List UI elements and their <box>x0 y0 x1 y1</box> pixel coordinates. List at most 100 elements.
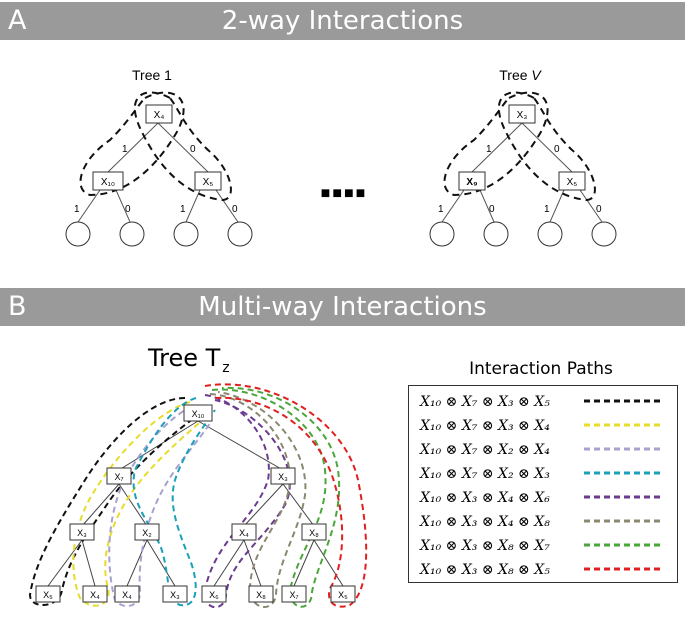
panel-a-title: 2-way Interactions <box>221 6 464 36</box>
legend-path-label: X₁₀ ⊗ X₃ ⊗ X₈ ⊗ X₅ <box>419 562 550 578</box>
panel-a-banner: A 2-way Interactions <box>0 2 685 40</box>
tree-v-right-node <box>558 171 586 191</box>
tz-l2-node <box>231 523 257 541</box>
panel-b-title: Multi-way Interactions <box>198 292 487 322</box>
legend-path-label: X₁₀ ⊗ X₇ ⊗ X₃ ⊗ X₄ <box>419 418 550 434</box>
tree-1-edge-label: 1 <box>180 204 186 215</box>
tree-1-root-label: X₄ <box>154 110 165 121</box>
tree-v-edge-label: 0 <box>554 144 560 155</box>
interaction-paths-legend <box>408 385 678 583</box>
tree-1-leaves <box>65 221 253 247</box>
tree-tz-edges <box>47 420 344 587</box>
tz-leaf-label: X₈ <box>256 590 266 600</box>
tree-v-title: Tree V <box>499 67 542 83</box>
tree-1-edges <box>77 122 239 223</box>
legend-title: Interaction Paths <box>469 359 613 379</box>
tz-leaf-label: X₅ <box>43 590 53 600</box>
panel-b-banner: B Multi-way Interactions <box>0 288 685 326</box>
tz-leaf-node <box>35 585 61 603</box>
tree-v-leaf <box>537 221 563 247</box>
tree-1-leaf <box>227 221 253 247</box>
tree-1-leaf <box>65 221 91 247</box>
tree-v-interaction-paths <box>443 91 596 202</box>
tz-leaf-node <box>114 585 140 603</box>
path-olive <box>209 391 307 608</box>
tz-leaf-node <box>248 585 274 603</box>
tz-l2-node <box>301 523 327 541</box>
legend-path-label: X₁₀ ⊗ X₃ ⊗ X₄ ⊗ X₆ <box>419 490 550 506</box>
tz-leaf-label: X₄ <box>122 590 132 600</box>
tree-v-left-node <box>458 171 486 191</box>
tree-1-edge-label: 0 <box>232 204 238 215</box>
tz-leaf-label: X₃ <box>170 590 180 600</box>
path-green <box>211 386 341 608</box>
tz-leaf-node <box>162 585 188 603</box>
tz-l2-label: X₃ <box>77 528 87 538</box>
tree-1: Tree 1 X₄ X₁₀ X₅ 1 0 1 0 1 0 <box>65 67 253 247</box>
legend-path-label: X₁₀ ⊗ X₃ ⊗ X₄ ⊗ X₈ <box>419 514 550 530</box>
tree-v-leaf <box>483 221 509 247</box>
legend-path-label: X₁₀ ⊗ X₃ ⊗ X₈ ⊗ X₇ <box>419 538 550 554</box>
path-teal <box>132 397 216 607</box>
tree-1-edge-label: 1 <box>122 144 128 155</box>
panel-b-letter: B <box>8 291 27 322</box>
tree-1-interaction-paths <box>79 91 232 202</box>
tree-1-right-label: X₅ <box>203 177 214 188</box>
tree-v-leaves <box>429 221 617 247</box>
legend-path-label: X₁₀ ⊗ X₇ ⊗ X₃ ⊗ X₅ <box>419 394 550 410</box>
tree-v-leaf <box>591 221 617 247</box>
tree-v: Tree V X₃ X₉ X₅ 1 0 1 0 1 0 <box>429 67 617 247</box>
tz-leaf-label: X₇ <box>289 590 298 600</box>
panel-a-letter: A <box>8 5 27 36</box>
tz-leaf-node <box>281 585 307 603</box>
legend-path-label: X₁₀ ⊗ X₇ ⊗ X₂ ⊗ X₃ <box>419 466 550 482</box>
tree-v-edge-label: 1 <box>544 204 550 215</box>
tree-1-edge-label: 0 <box>125 204 131 215</box>
path-yellow <box>72 401 209 607</box>
tz-l2-label: X₄ <box>239 528 249 538</box>
legend-path-label: X₁₀ ⊗ X₇ ⊗ X₂ ⊗ X₄ <box>419 442 550 458</box>
tz-leaf-node <box>201 585 227 603</box>
tree-v-edge-label: 1 <box>438 204 444 215</box>
trees-ellipsis: ■■■■ <box>321 185 368 202</box>
path-red <box>204 383 368 608</box>
tz-l1-right-label: X₃ <box>278 472 288 482</box>
tz-leaf-label: X₄ <box>90 590 100 600</box>
tree-v-root-label: X₃ <box>517 110 528 121</box>
tz-leaf-label: X₅ <box>338 590 348 600</box>
tz-root-label: X₁₀ <box>192 409 205 419</box>
tz-l1-right-node <box>270 467 296 485</box>
tree-1-edge-label: 1 <box>74 204 80 215</box>
tree-v-edge-label: 0 <box>489 204 495 215</box>
tz-leaf-node <box>82 585 108 603</box>
tz-root-node <box>183 404 213 422</box>
tree-1-leaf <box>119 221 145 247</box>
tree-v-left-label: X₉ <box>466 177 477 188</box>
tree-tz-nodes: X₁₀ X₇ X₃ X₃ X₂ X₄ X₈ X₅ X₄ X₄ X₃ X₆ X₈ <box>35 404 356 603</box>
tree-v-edge-label: 1 <box>486 144 492 155</box>
tree-v-leaf <box>429 221 455 247</box>
tree-v-edges <box>441 122 603 223</box>
tz-l1-left-label: X₇ <box>114 472 123 482</box>
tree-1-leaf <box>173 221 199 247</box>
tz-l2-label: X₈ <box>309 528 319 538</box>
tree-v-right-label: X₅ <box>567 177 578 188</box>
tz-l2-label: X₂ <box>142 528 152 538</box>
tree-1-left-label: X₁₀ <box>101 177 115 188</box>
tree-1-title: Tree 1 <box>132 67 172 83</box>
tree-1-root-node <box>145 104 173 124</box>
tz-l1-left-node <box>106 467 132 485</box>
tz-leaf-node <box>330 585 356 603</box>
tree-1-edge-label: 0 <box>190 144 196 155</box>
tree-1-right-node <box>194 171 222 191</box>
tree-v-root-node <box>508 104 536 124</box>
tz-l2-node <box>69 523 95 541</box>
tree-v-edge-label: 0 <box>596 204 602 215</box>
tz-l2-node <box>134 523 160 541</box>
tree-1-left-node <box>92 171 124 191</box>
tz-leaf-label: X₆ <box>209 590 219 600</box>
